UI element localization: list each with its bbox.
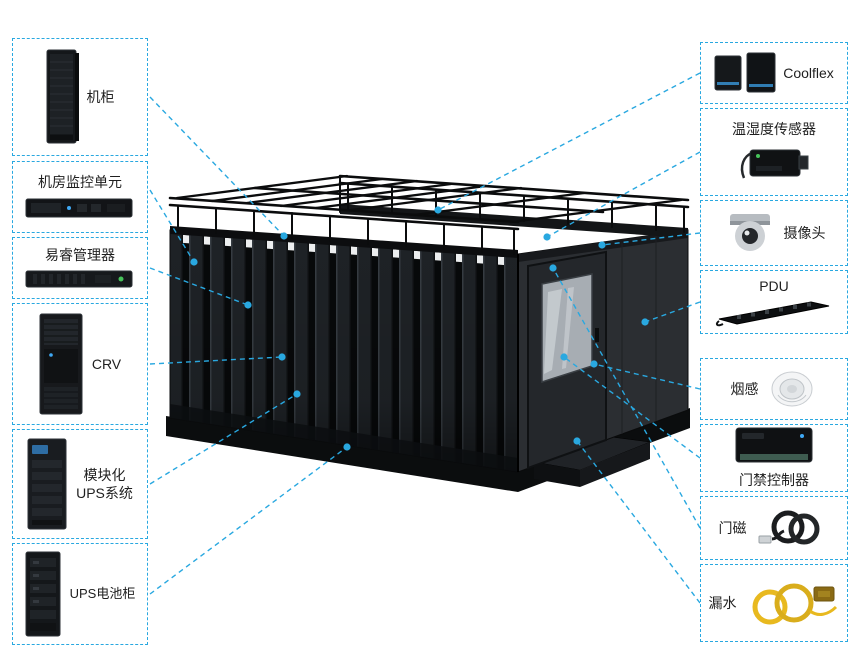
rack-row-face [169,226,519,473]
callout-smoke-detector: 烟感 [700,358,848,420]
connector-pdu [641,301,701,326]
connector-lines [149,72,701,604]
callout-access-controller: 门禁控制器 [700,424,848,492]
callout-manager: 易睿管理器 [12,237,148,299]
coolflex-label: Coolflex [783,64,834,81]
callout-ups-battery: UPS电池柜 [12,543,148,645]
callout-water-leak: 漏水 [700,564,848,642]
roof-frame [168,174,690,255]
connector-monitoring-unit [149,189,198,266]
temp-humidity-label: 温湿度传感器 [732,120,816,137]
callout-monitoring-unit: 机房监控单元 [12,161,148,233]
monitoring-unit-label: 机房监控单元 [38,173,122,190]
pdu-image [715,301,830,327]
crv-label: CRV [91,355,122,372]
connector-door-magnet [549,264,701,529]
camera-image [729,214,770,251]
temp-humidity-image [740,149,809,179]
connector-rack [149,96,288,240]
monitoring-unit-image [25,198,133,218]
entry-step [533,435,651,487]
connector-ups-battery [149,443,351,595]
bottom-skirt [170,404,518,472]
callout-crv: CRV [12,303,148,425]
callout-pdu: PDU [700,270,848,334]
connector-manager [149,267,252,309]
connector-crv [149,353,286,365]
coolflex-image [714,52,776,93]
smoke-detector-label: 烟感 [730,380,759,397]
smoke-detector-image [771,371,812,407]
camera-label: 摄像头 [783,224,826,241]
access-controller-label: 门禁控制器 [739,471,809,488]
callout-door-magnet: 门磁 [700,496,848,560]
connector-ups-system [149,390,301,485]
ups-battery-label: UPS电池柜 [69,585,136,601]
connector-camera [598,232,701,249]
water-leak-label: 漏水 [708,594,737,611]
crv-image [39,313,83,415]
callout-ups-system: 模块化 UPS系统 [12,429,148,539]
ups-system-image [27,438,67,530]
connector-smoke-detector [590,360,701,390]
connector-coolflex [434,72,701,214]
door-magnet-label: 门磁 [718,519,747,536]
ups-battery-image [25,551,61,637]
top-beam [170,226,518,258]
rack-cabinet-image [46,49,79,144]
callout-coolflex: Coolflex [700,42,848,104]
door-handle [595,328,599,342]
callout-rack: 机柜 [12,38,148,156]
door-magnet-image [758,510,819,545]
ups-system-label: 模块化 UPS系统 [76,466,133,501]
callout-camera: 摄像头 [700,200,848,266]
pdu-label: PDU [759,277,789,294]
water-leak-image [752,583,837,625]
rack-label: 机柜 [86,88,115,105]
manager-label: 易睿管理器 [45,246,115,263]
callout-temp-humidity: 温湿度传感器 [700,108,848,196]
access-controller-image [735,427,813,463]
connector-temp-humidity [543,151,701,241]
connector-water-leak [573,437,701,604]
container-body [166,174,690,492]
manager-image [25,270,133,288]
